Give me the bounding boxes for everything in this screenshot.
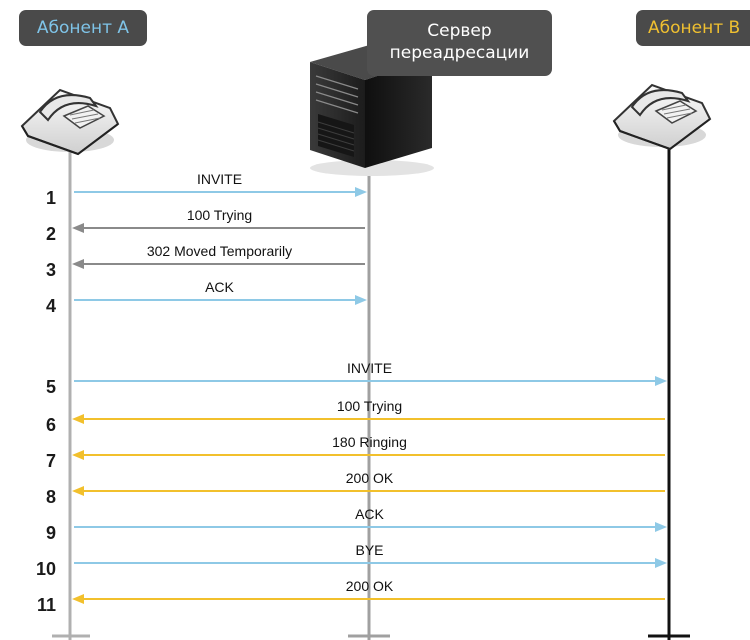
step-number: 9: [46, 523, 56, 543]
message-arrowhead: [72, 450, 84, 460]
participant-server-badge: Сервер переадресации: [367, 10, 552, 76]
message-label: INVITE: [347, 360, 392, 376]
message-arrowhead: [72, 486, 84, 496]
message-arrowhead: [72, 259, 84, 269]
step-number: 8: [46, 487, 56, 507]
step-number: 7: [46, 451, 56, 471]
message-label: 100 Trying: [187, 207, 252, 223]
message-arrowhead: [655, 558, 667, 568]
message-arrowhead: [72, 414, 84, 424]
participant-a-badge: Абонент А: [19, 10, 147, 46]
message-3: 302 Moved Temporarily 3: [46, 243, 365, 280]
step-number: 4: [46, 296, 56, 316]
message-arrowhead: [655, 522, 667, 532]
message-2: 100 Trying 2: [46, 207, 365, 244]
message-5: INVITE 5: [46, 360, 667, 397]
message-11: 200 OK 11: [37, 578, 665, 615]
step-number: 10: [36, 559, 56, 579]
message-arrowhead: [355, 295, 367, 305]
message-label: ACK: [205, 279, 234, 295]
message-1: INVITE 1: [46, 171, 367, 208]
message-label: INVITE: [197, 171, 242, 187]
step-number: 2: [46, 224, 56, 244]
message-label: 200 OK: [346, 578, 394, 594]
step-number: 11: [37, 595, 56, 615]
participant-b-badge: Абонент В: [636, 10, 750, 46]
message-label: 200 OK: [346, 470, 394, 486]
message-label: ACK: [355, 506, 384, 522]
step-number: 6: [46, 415, 56, 435]
message-label: 180 Ringing: [332, 434, 407, 450]
message-label: 302 Moved Temporarily: [147, 243, 292, 259]
message-label: 100 Trying: [337, 398, 402, 414]
message-arrowhead: [355, 187, 367, 197]
message-6: 100 Trying 6: [46, 398, 665, 435]
message-arrowhead: [655, 376, 667, 386]
participant-server-label-line1: Сервер: [427, 21, 492, 41]
message-7: 180 Ringing 7: [46, 434, 665, 471]
step-number: 3: [46, 260, 56, 280]
participant-a-label: Абонент А: [36, 18, 130, 38]
message-8: 200 OK 8: [46, 470, 665, 507]
message-10: BYE 10: [36, 542, 667, 579]
message-label: BYE: [355, 542, 383, 558]
lifelines: [52, 145, 690, 640]
message-4: ACK 4: [46, 279, 367, 316]
phone-b-icon: [612, 83, 712, 151]
participant-b-label: Абонент В: [648, 18, 741, 38]
step-number: 5: [46, 377, 56, 397]
message-9: ACK 9: [46, 506, 667, 543]
phone-a-icon: [20, 88, 120, 156]
step-number: 1: [46, 188, 56, 208]
message-arrowhead: [72, 223, 84, 233]
message-arrowhead: [72, 594, 84, 604]
participant-server-label-line2: переадресации: [389, 43, 530, 63]
